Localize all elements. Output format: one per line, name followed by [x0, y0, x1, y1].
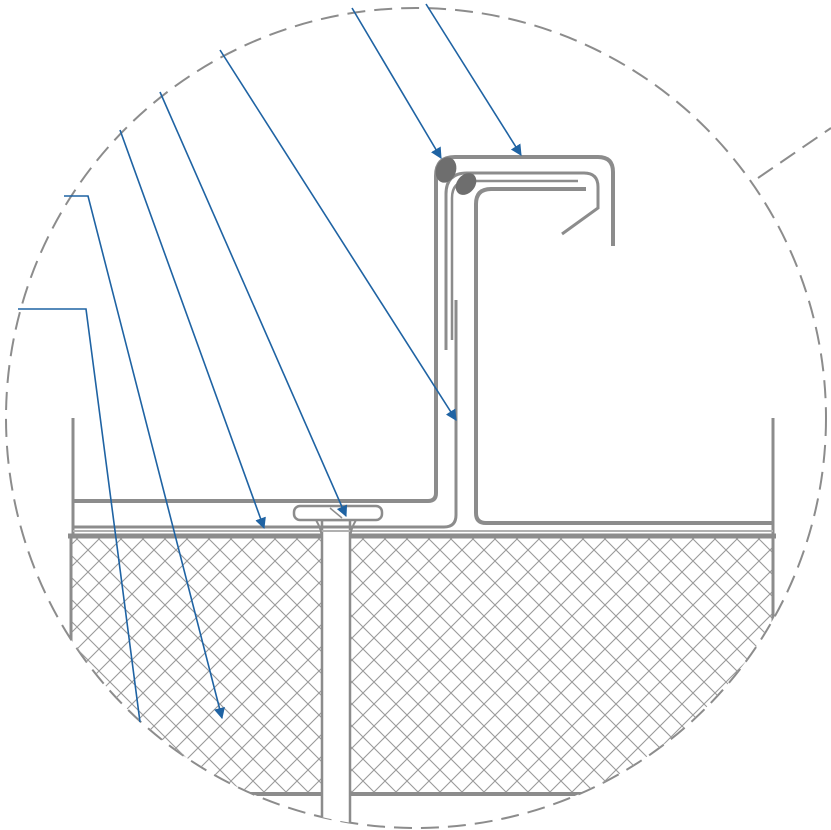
seam-bead-upper	[435, 157, 457, 183]
flat-panel-right	[474, 187, 773, 525]
flat-panel-left-lower	[73, 300, 458, 529]
fastener-head	[292, 504, 384, 522]
section-group	[68, 518, 776, 828]
seam-fold-inner-1	[444, 171, 600, 350]
leader-lines	[18, 3, 522, 723]
leader-line-4	[159, 91, 348, 518]
leader-line-1	[425, 3, 522, 156]
fastener-shaft	[320, 518, 352, 828]
leader-line-7	[18, 308, 141, 723]
insulation-layer	[70, 536, 774, 794]
detail-circle	[5, 7, 827, 829]
leader-line-6	[64, 195, 225, 720]
detail-circle-tail	[757, 127, 831, 179]
leader-line-2	[351, 7, 442, 159]
fastener-neck	[315, 519, 357, 541]
seam-fold-inner-2	[450, 179, 578, 340]
leader-line-5	[119, 129, 266, 530]
seam-bead-lower	[455, 173, 477, 195]
flat-panel-left	[73, 155, 615, 503]
leader-line-3	[219, 49, 457, 421]
